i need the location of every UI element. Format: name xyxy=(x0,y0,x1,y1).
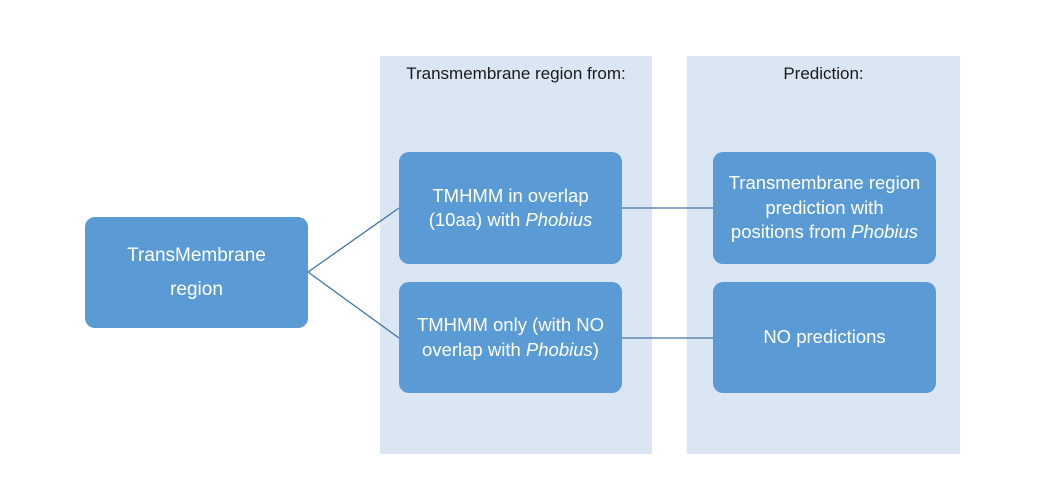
tm-prediction-node: Transmembrane region prediction with pos… xyxy=(713,152,936,264)
overlap-node-line1: TMHMM in overlap xyxy=(432,184,589,206)
overlap-node-phobius: Phobius xyxy=(525,209,593,230)
tm-prediction-line1: Transmembrane region xyxy=(728,172,921,194)
prediction-panel-title: Prediction: xyxy=(783,64,864,83)
connector-root-to-overlap xyxy=(307,207,400,273)
root-node-line1: TransMembrane xyxy=(127,244,266,266)
overlap-node-line2-text: (10aa) with xyxy=(428,209,526,230)
root-node: TransMembrane region xyxy=(85,217,308,328)
only-node-line2-close: ) xyxy=(592,338,599,360)
only-node-line2-text: overlap with xyxy=(422,338,526,360)
no-prediction-node: NO predictions xyxy=(713,282,936,393)
root-node-line2: region xyxy=(170,278,223,300)
tm-prediction-line3-text: positions from xyxy=(730,221,852,243)
overlap-node: TMHMM in overlap (10aa) with Phobius xyxy=(399,152,622,264)
tm-prediction-phobius: Phobius xyxy=(851,221,919,243)
overlap-node-line2: (10aa) with Phobius xyxy=(429,208,593,233)
only-node-line1: TMHMM only (with NO xyxy=(416,314,605,335)
connector-root-to-only xyxy=(307,271,400,339)
tm-prediction-line3: positions from Phobius xyxy=(729,220,921,245)
only-node-phobius: Phobius xyxy=(525,338,593,360)
no-prediction-label: NO predictions xyxy=(763,326,886,348)
tm-prediction-line2: prediction with xyxy=(765,196,884,218)
only-node-line2: overlap with Phobius) xyxy=(417,338,604,363)
only-node: TMHMM only (with NO overlap with Phobius… xyxy=(399,282,622,393)
source-panel-title: Transmembrane region from: xyxy=(406,64,626,83)
